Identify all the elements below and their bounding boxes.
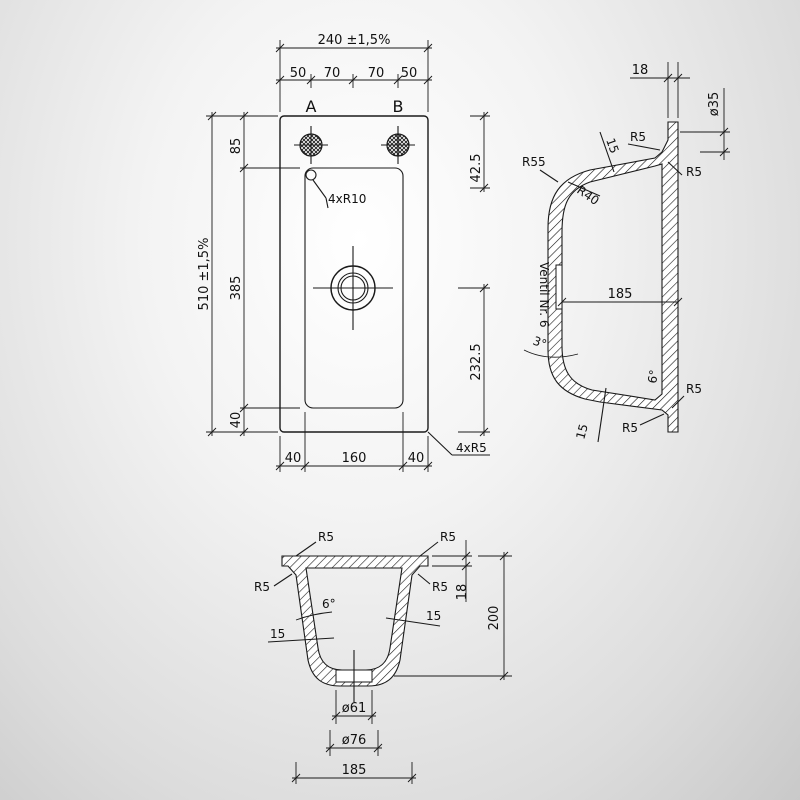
- dim-side-thick-top: 15: [603, 136, 621, 155]
- dim-seg-b: 70: [324, 66, 341, 81]
- top-view-basin: [304, 167, 404, 409]
- drain: [313, 246, 393, 330]
- dim-seg-c: 70: [368, 66, 385, 81]
- tap-hole-b: [381, 126, 415, 164]
- dim-front-r5-right: R5: [432, 580, 448, 594]
- side-view: Ventil Nr. 6 18 ø35 R5 15 R55 R40 R5 185…: [522, 62, 730, 443]
- dim-front-height: 200: [487, 606, 502, 631]
- tap-hole-a: [294, 126, 328, 164]
- front-view: R5 R5 R5 R5 18 200 6° 15 15 ø61: [254, 530, 512, 784]
- dim-bottom-right: 40: [408, 451, 425, 466]
- dim-bottom-left: 40: [285, 451, 302, 466]
- dim-front-r5-top-right: R5: [440, 530, 456, 544]
- dim-side-dia: ø35: [707, 92, 722, 117]
- dim-right-drain: 232.5: [469, 343, 484, 380]
- label-b: B: [393, 97, 404, 116]
- dim-seg-a: 50: [290, 66, 307, 81]
- side-view-wall: [547, 121, 679, 433]
- dim-side-r5-right-bottom: R5: [686, 382, 702, 396]
- dim-front-drain-inner: ø61: [342, 701, 367, 716]
- dim-width-total: 240 ±1,5%: [318, 33, 391, 48]
- dim-side-thick-bottom: 15: [573, 422, 590, 440]
- dim-side-r55: R55: [522, 155, 546, 169]
- dim-side-angle-6: 6°: [645, 369, 661, 385]
- dim-front-r5-left: R5: [254, 580, 270, 594]
- dim-side-r5-right-top: R5: [686, 165, 702, 179]
- dim-front-flange: 18: [455, 584, 470, 601]
- label-valve: Ventil Nr. 6: [537, 262, 551, 328]
- dim-height-total: 510 ±1,5%: [197, 238, 212, 311]
- dim-front-thick-left: 15: [270, 627, 285, 641]
- dim-height-bottom: 40: [229, 412, 244, 429]
- dim-corner-radius: 4xR10: [328, 192, 366, 206]
- dim-front-thick-right: 15: [426, 609, 441, 623]
- dim-front-angle: 6°: [322, 597, 336, 611]
- top-view: 4xR10 240 ±1,5% 50 70 70 50 A B 510: [197, 33, 490, 472]
- dim-side-flange: 18: [632, 63, 649, 78]
- top-view-outline: [279, 115, 429, 433]
- dim-right-top: 42.5: [469, 154, 484, 183]
- dim-seg-d: 50: [401, 66, 418, 81]
- label-a: A: [306, 97, 317, 116]
- dim-side-r5-top: R5: [630, 130, 646, 144]
- dim-side-r5-bottom: R5: [622, 421, 638, 435]
- dim-front-drain-outer: ø76: [342, 733, 367, 748]
- dim-front-width: 185: [342, 763, 367, 778]
- dim-side-angle-3: 3°: [531, 334, 549, 352]
- dim-side-width: 185: [608, 287, 633, 302]
- dim-bottom-mid: 160: [342, 451, 367, 466]
- dim-front-r5-top-left: R5: [318, 530, 334, 544]
- dim-outer-radius: 4xR5: [456, 441, 487, 455]
- dim-height-mid: 385: [229, 276, 244, 301]
- dim-height-top: 85: [229, 138, 244, 155]
